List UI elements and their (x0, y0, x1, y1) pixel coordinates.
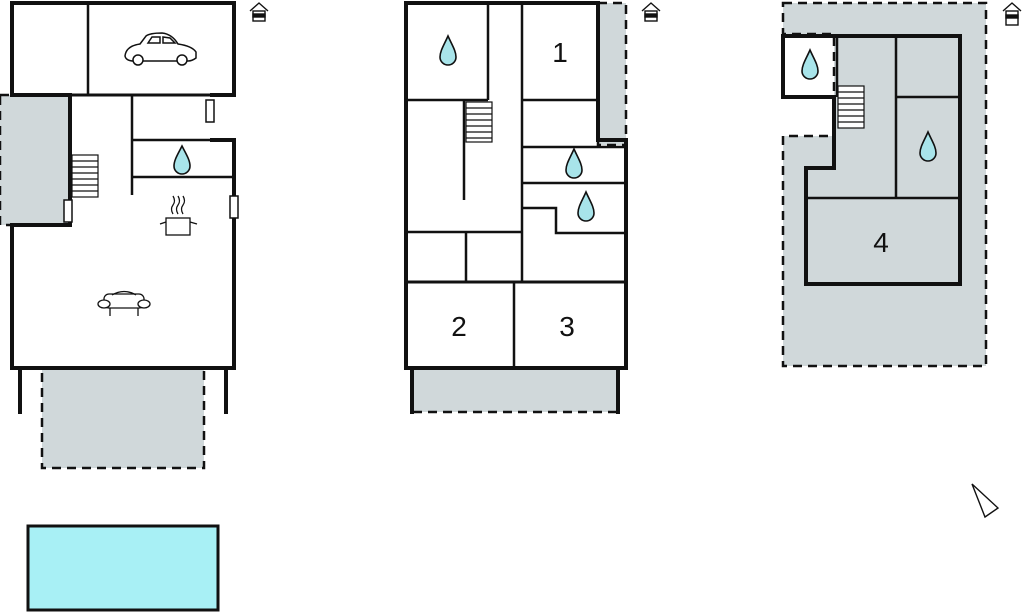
window (205, 99, 215, 123)
room-number: 1 (552, 37, 568, 68)
stairs-icon (71, 154, 99, 198)
second-floor-wall (781, 34, 836, 138)
ground-floor-plan (0, 1, 269, 612)
room-number: 2 (451, 311, 467, 342)
side-terrace (0, 93, 72, 227)
first-inner-wall (522, 206, 626, 235)
window (229, 195, 239, 219)
stairs-icon (837, 85, 865, 129)
water-drop-icon (439, 34, 457, 66)
first-floor-terrace (412, 368, 618, 412)
north-arrow-icon (971, 483, 1000, 519)
car-icon (124, 32, 197, 66)
ground-outer-wall (10, 93, 236, 370)
house-floor-icon (1002, 2, 1022, 26)
second-floor-wall (781, 34, 962, 286)
water-drop-icon (565, 147, 583, 179)
second-floor-plan: 4 (781, 1, 1022, 368)
first-floor-plan: 1 2 3 (404, 1, 661, 414)
first-floor-outer-wall (404, 1, 628, 370)
garage-outer-wall (10, 1, 236, 97)
water-drop-icon (577, 190, 595, 222)
cooking-pot-icon (159, 195, 198, 236)
water-drop-icon (919, 130, 937, 162)
stairs-icon (465, 101, 493, 143)
house-floor-icon (249, 2, 269, 22)
sofa-icon (97, 290, 151, 316)
window (63, 199, 73, 223)
first-floor-balcony (596, 1, 628, 147)
room-number: 3 (559, 311, 575, 342)
water-drop-icon (173, 144, 191, 175)
front-terrace (40, 366, 206, 470)
house-floor-icon (641, 2, 661, 22)
room-number: 4 (873, 227, 889, 258)
water-drop-icon (801, 48, 819, 80)
swimming-pool (26, 524, 220, 612)
